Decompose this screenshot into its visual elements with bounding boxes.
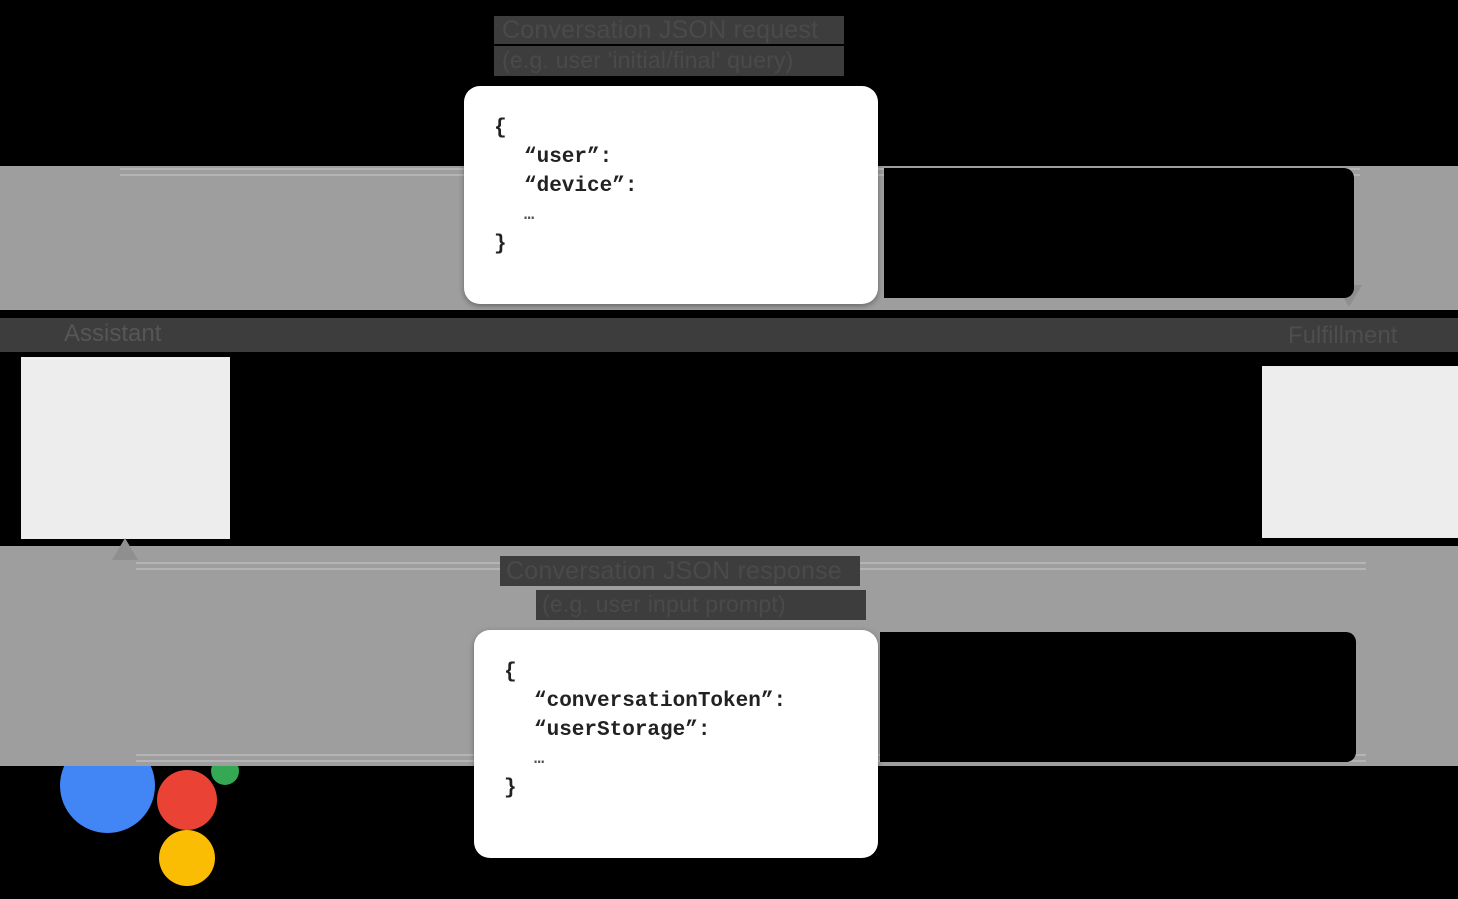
json-key-user-storage: “userStorage”:: [534, 719, 711, 742]
assistant-yellow-dot-icon: [159, 830, 215, 886]
json-key-device: “device”:: [524, 175, 638, 198]
actor-row-strip: [0, 318, 1458, 352]
json-ellipsis: …: [534, 750, 545, 769]
json-close-brace: }: [494, 233, 507, 256]
assistant-logo-tile: [21, 357, 239, 886]
response-json-card: { “conversationToken”: “userStorage”: … …: [474, 630, 878, 858]
response-panel-right: [880, 632, 1356, 762]
response-subtitle-strip: [536, 590, 866, 620]
actor-center-panel: [230, 352, 1260, 542]
assistant-label: Assistant: [64, 320, 162, 347]
json-key-conversation-token: “conversationToken”:: [534, 690, 787, 713]
assistant-red-dot-icon: [157, 770, 217, 830]
request-title-strip: [494, 16, 844, 44]
fulfillment-logo-tile: [1262, 366, 1458, 538]
request-subtitle: (e.g. user 'initial/final' query): [502, 47, 794, 73]
request-title: Conversation JSON request: [502, 16, 819, 44]
fulfillment-label: Fulfillment: [1288, 322, 1398, 349]
json-open-brace: {: [504, 661, 517, 684]
json-close-brace: }: [504, 777, 517, 800]
response-arrowhead-icon: [112, 538, 138, 560]
json-open-brace: {: [494, 117, 507, 140]
response-subtitle: (e.g. user input prompt): [542, 591, 786, 617]
request-json-card: { “user”: “device”: … }: [464, 86, 878, 304]
diagram-canvas: Conversation JSON request (e.g. user 'in…: [0, 16, 1458, 886]
request-panel-right: [884, 168, 1354, 298]
json-ellipsis: …: [524, 206, 535, 225]
request-subtitle-strip: [494, 46, 844, 76]
json-key-user: “user”:: [524, 146, 613, 169]
response-title-strip: [500, 556, 860, 586]
response-title: Conversation JSON response: [506, 557, 842, 585]
